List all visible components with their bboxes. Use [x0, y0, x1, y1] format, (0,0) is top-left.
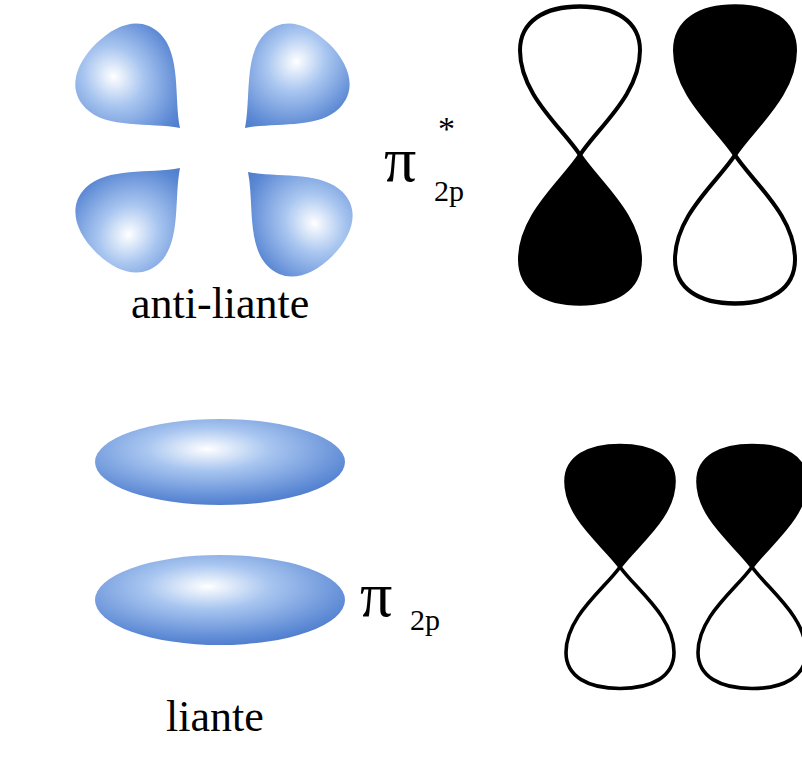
- orbital-subscript: 2p: [410, 605, 440, 635]
- antibonding-p-orbitals: [520, 6, 795, 303]
- orbital-caption: anti-liante: [131, 282, 309, 326]
- orbital-subscript: 2p: [434, 176, 464, 206]
- antibonding-mark: *: [438, 112, 455, 146]
- antibonding-lobes: [59, 7, 370, 294]
- bonding-lobes: [95, 419, 345, 645]
- bonding-p-orbitals: [566, 446, 802, 689]
- orbital-symbol: π: [384, 128, 416, 192]
- orbital-symbol: π: [360, 563, 392, 627]
- orbital-caption: liante: [166, 695, 264, 739]
